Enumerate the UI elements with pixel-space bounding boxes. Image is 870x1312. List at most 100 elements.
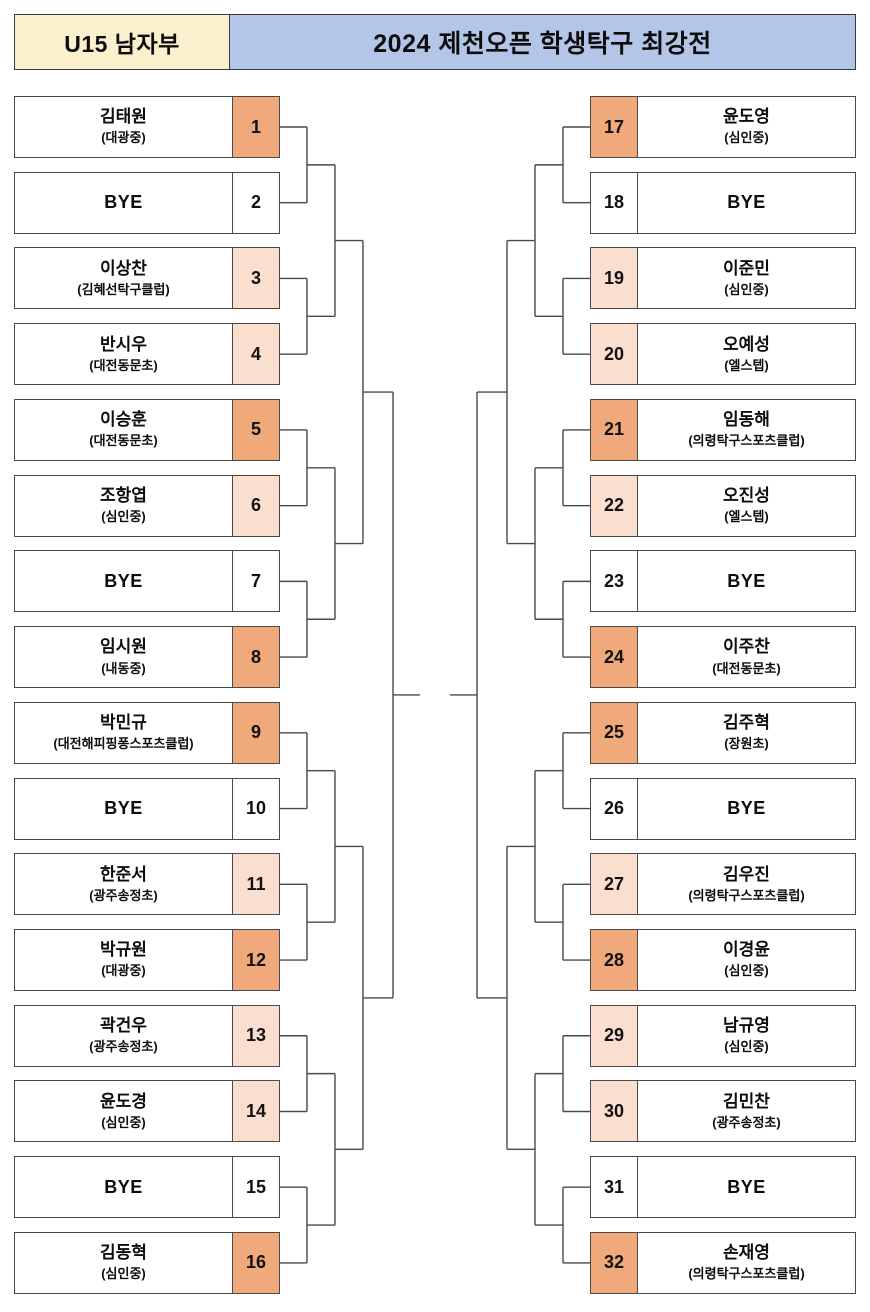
player-name: 임동해 [723,410,770,430]
player-info: 이준민(심인중) [638,248,855,308]
player-name: BYE [104,192,143,213]
player-name: 손재영 [723,1243,770,1263]
seed-number-12: 12 [232,930,279,991]
seed-box-2[interactable]: 2 BYE [14,171,280,234]
seed-box-12[interactable]: 12 박규원 (대광중) [14,929,280,992]
seed-number-5: 5 [232,399,279,460]
player-name: 박민규 [100,713,147,733]
player-club: (의령탁구스포츠클럽) [688,433,805,449]
player-name: 오진성 [723,485,770,505]
player-info: 임동해 (의령탁구스포츠클럽) [638,400,855,460]
player-info: BYE [638,779,855,839]
player-club: (엘스텝) [724,357,769,373]
seed-box-31[interactable]: 31 BYE [590,1156,856,1219]
player-club: (대광중) [101,130,146,146]
player-info: 윤도경(심인중) [15,1081,232,1141]
player-club: (의령탁구스포츠클럽) [688,1266,805,1282]
player-club: (대광중) [101,963,146,979]
player-info: 박민규 (대전해피핑퐁스포츠클럽) [15,703,232,763]
player-info: 이상찬(김혜선탁구클럽) [15,248,232,308]
player-info: 반시우 (대전동문초) [15,324,232,384]
player-info: 김주혁(장원초) [638,703,855,763]
seed-number-23: 23 [591,551,638,612]
player-info: 남규영(심인중) [638,1006,855,1066]
player-club: (대전해피핑퐁스포츠클럽) [53,736,194,752]
seed-box-7[interactable]: 7 BYE [14,550,280,613]
player-club: (대전동문초) [712,660,781,676]
player-info: 김우진(의령탁구스포츠클럽) [638,854,855,914]
player-info: 이주찬 (대전동문초) [638,627,855,687]
seed-box-24[interactable]: 24 이주찬 (대전동문초) [590,626,856,689]
player-name: 이주찬 [723,637,770,657]
player-info: 임시원(내동중) [15,627,232,687]
player-name: 반시우 [100,334,147,354]
seed-number-4: 4 [232,324,279,385]
player-name: BYE [104,570,143,591]
player-info: 이경윤(심인중) [638,930,855,990]
seed-number-17: 17 [591,97,638,157]
seed-box-1[interactable]: 1 김태원 (대광중) [14,96,280,158]
player-name: 김주혁 [723,713,770,733]
player-club: (의령탁구스포츠클럽) [688,887,805,903]
seed-number-3: 3 [232,248,279,309]
player-club: (대전동문초) [89,357,158,373]
player-info: BYE [638,173,855,233]
player-name: 김동혁 [100,1243,147,1263]
player-info: 김동혁 (심인중) [15,1233,232,1293]
seed-number-7: 7 [232,551,279,612]
seed-number-32: 32 [591,1232,638,1293]
seed-number-31: 31 [591,1157,638,1218]
player-name: 이승훈 [100,410,147,430]
player-name: BYE [727,797,766,818]
seed-number-1: 1 [232,97,279,157]
player-name: BYE [727,1176,766,1197]
seed-number-13: 13 [232,1005,279,1066]
player-name: BYE [727,570,766,591]
player-name: BYE [727,192,766,213]
seed-number-19: 19 [591,248,638,309]
seed-number-10: 10 [232,778,279,839]
player-name: 김태원 [100,107,147,127]
seed-number-14: 14 [232,1081,279,1142]
player-name: 박규원 [100,940,147,960]
seed-number-2: 2 [232,172,279,233]
category-badge: U15 남자부 [15,15,230,69]
player-info: BYE [15,173,232,233]
player-name: 한준서 [100,864,147,884]
player-club: (심인중) [724,130,769,146]
seed-number-6: 6 [232,475,279,536]
seed-number-24: 24 [591,627,638,688]
seed-box-23[interactable]: 23 BYE [590,550,856,613]
seed-box-4[interactable]: 4 반시우 (대전동문초) [14,323,280,386]
player-info: BYE [15,779,232,839]
player-club: (심인중) [724,1039,769,1055]
player-info: 오예성(엘스텝) [638,324,855,384]
player-club: (김혜선탁구클럽) [77,281,170,297]
player-club: (심인중) [101,1266,146,1282]
seed-box-32[interactable]: 32 손재영 (의령탁구스포츠클럽) [590,1231,856,1294]
